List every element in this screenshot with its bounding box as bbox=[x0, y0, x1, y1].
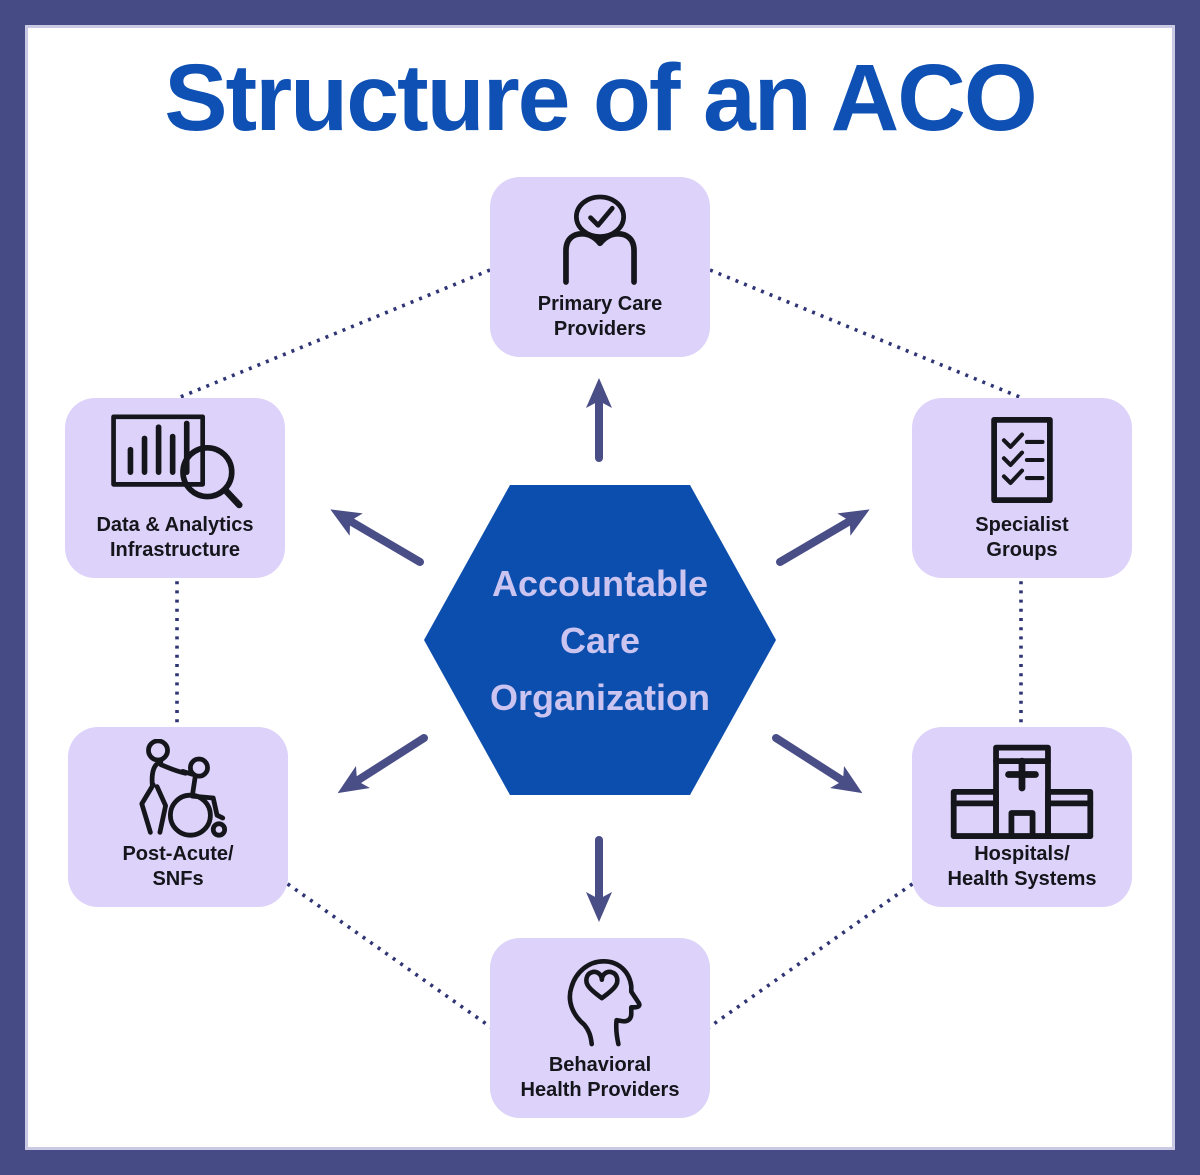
node-label: Data & Analytics Infrastructure bbox=[96, 514, 254, 561]
node-icon-box bbox=[107, 398, 243, 513]
central-hexagon: Accountable Care Organization bbox=[422, 483, 778, 797]
node-icon-box bbox=[554, 938, 646, 1053]
dotted-link-left-to-bottom bbox=[263, 866, 494, 1030]
hex-label-line: Accountable bbox=[491, 562, 709, 604]
node-post-acute-snfs: Post-Acute/ SNFs bbox=[68, 727, 288, 907]
hex-label-line: Care bbox=[559, 619, 641, 661]
node-label: Hospitals/ Health Systems bbox=[947, 843, 1097, 890]
head-heart-icon bbox=[567, 959, 642, 1047]
node-label: Post-Acute/ SNFs bbox=[122, 843, 234, 890]
central-hexagon-label: Accountable Care Organization bbox=[422, 483, 778, 797]
page-title: Structure of an ACO bbox=[164, 45, 1038, 151]
node-label: Specialist Groups bbox=[975, 514, 1069, 561]
node-icon-box bbox=[548, 177, 652, 292]
node-specialist-groups: Specialist Groups bbox=[912, 398, 1132, 578]
hospital-building-icon bbox=[950, 744, 1094, 839]
dotted-link-top-to-right bbox=[709, 268, 1023, 400]
dotted-link-top-to-left bbox=[177, 268, 491, 400]
checklist-icon bbox=[991, 416, 1053, 503]
wheelchair-assist-icon bbox=[139, 738, 228, 838]
bar-chart-magnifier-icon bbox=[111, 414, 243, 509]
dotted-link-right-to-bottom bbox=[706, 866, 937, 1030]
hex-label-line: Organization bbox=[489, 676, 710, 718]
node-primary-care-providers: Primary Care Providers bbox=[490, 177, 710, 357]
arrow-up-left bbox=[330, 509, 424, 566]
node-icon-box bbox=[981, 398, 1063, 513]
node-icon-box bbox=[949, 727, 1095, 842]
person-check-icon bbox=[563, 194, 637, 285]
arrow-down-right bbox=[772, 734, 863, 794]
hexagon-shape bbox=[424, 485, 776, 795]
node-label: Behavioral Health Providers bbox=[520, 1054, 680, 1101]
arrow-up-right bbox=[776, 509, 870, 566]
node-icon-box bbox=[116, 727, 240, 842]
node-label: Primary Care Providers bbox=[537, 293, 663, 340]
node-hospitals-health-systems: Hospitals/ Health Systems bbox=[912, 727, 1132, 907]
node-behavioral-health-providers: Behavioral Health Providers bbox=[490, 938, 710, 1118]
arrow-down-left bbox=[337, 734, 428, 794]
node-data-analytics-infrastructure: Data & Analytics Infrastructure bbox=[65, 398, 285, 578]
